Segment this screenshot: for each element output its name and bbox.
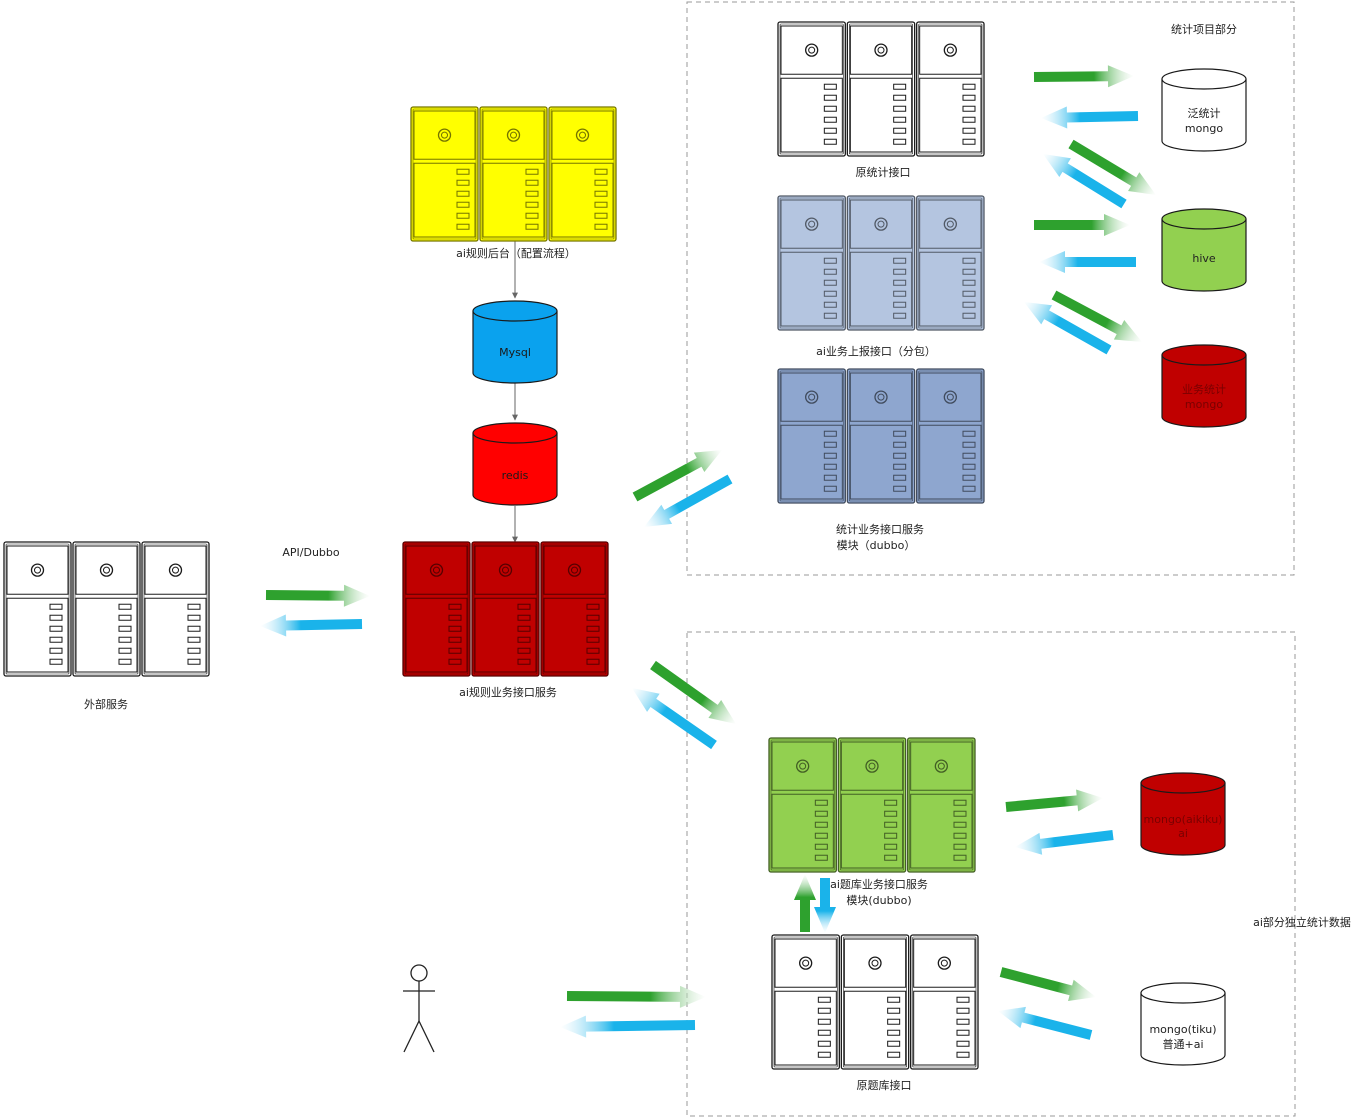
mongo-aikiku-database-icon [1140, 772, 1226, 856]
mongo-aikiku-label-2: ai [1178, 827, 1188, 840]
arrow-ai-tiku-to-mongo-aikiku [1005, 789, 1103, 812]
arrow-ai-service-to-external [260, 614, 363, 637]
arrow-ai-service-to-stat [632, 450, 722, 502]
original-tiku-server-icon [771, 934, 979, 1070]
arrow-tiku-to-ai-service [632, 688, 717, 750]
fan-stat-mongo-database-icon [1161, 68, 1247, 152]
mongo-tiku-database-icon [1140, 982, 1226, 1066]
original-stat-interface-label: 原统计接口 [855, 166, 911, 179]
stat-business-service-label-1: 统计业务接口服务 [836, 523, 924, 536]
ai-tiku-service-server-icon [768, 737, 976, 873]
redis-label: redis [501, 469, 529, 482]
stat-business-service-label-2: 模块（dubbo） [836, 539, 916, 552]
business-stat-mongo-label-2: mongo [1184, 398, 1224, 411]
ai-independent-stats-label: ai部分独立统计数据 [1253, 916, 1351, 929]
ai-rule-business-service-label: ai规则业务接口服务 [459, 686, 557, 699]
mongo-tiku-label-1: mongo(tiku) [1149, 1023, 1217, 1036]
arrow-orig-stat-to-fan-mongo [1033, 65, 1134, 88]
ai-rule-backend-label: ai规则后台（配置流程） [456, 247, 576, 260]
arrow-business-mongo-to-ai-report [1024, 302, 1112, 355]
arrow-ai-service-to-tiku [650, 660, 736, 724]
mongo-aikiku-label-1: mongo(aikiku) [1143, 813, 1223, 826]
mongo-tiku-label-2: 普通+ai [1162, 1038, 1204, 1051]
arrow-ai-report-to-hive [1034, 214, 1130, 236]
ai-business-report-server-icon [777, 195, 985, 331]
external-service-server-icon [3, 541, 210, 677]
arrow-mongo-aikiku-to-ai-tiku [1015, 830, 1114, 855]
redis-database-icon [472, 422, 558, 506]
external-service-label: 外部服务 [84, 698, 128, 711]
ai-business-report-label: ai业务上报接口（分包） [816, 345, 936, 358]
business-stat-mongo-database-icon [1161, 344, 1247, 428]
arrow-hive-to-orig-stat [1043, 154, 1127, 209]
arrow-orig-stat-to-hive [1068, 139, 1156, 195]
api-dubbo-label: API/Dubbo [282, 546, 340, 559]
hive-database-icon [1161, 208, 1247, 292]
original-tiku-interface-label: 原题库接口 [856, 1079, 912, 1092]
stick-figure-user-icon [403, 964, 435, 1053]
arrow-user-to-orig-tiku [566, 985, 706, 1008]
arrow-external-to-ai-service [265, 584, 370, 607]
ai-rule-backend-server-icon [410, 106, 617, 242]
arrow-ai-report-to-business-mongo [1051, 290, 1142, 342]
arrow-stat-to-ai-service [644, 474, 733, 527]
ai-tiku-service-label-2: 模块(dubbo) [846, 894, 912, 907]
arrow-orig-tiku-to-user [560, 1015, 696, 1038]
ai-tiku-service-label-1: ai题库业务接口服务 [830, 878, 928, 891]
arrow-fan-mongo-to-orig-stat [1041, 106, 1139, 129]
ai-rule-business-server-icon [402, 541, 609, 677]
fan-stat-mongo-label-2: mongo [1184, 122, 1224, 135]
stat-project-group-box [686, 1, 1295, 576]
ai-independent-stats-group-box [686, 631, 1296, 1117]
arrow-orig-tiku-to-ai-tiku [794, 874, 816, 932]
hive-label: hive [1192, 252, 1216, 265]
stat-project-section-label: 统计项目部分 [1171, 23, 1237, 36]
business-stat-mongo-label-1: 业务统计 [1182, 383, 1226, 396]
arrow-mongo-tiku-to-orig-tiku [998, 1006, 1093, 1040]
mysql-database-icon [472, 300, 558, 384]
stat-business-service-server-icon [777, 368, 985, 504]
original-stat-server-icon [777, 21, 985, 157]
fan-stat-mongo-label-1: 泛统计 [1187, 107, 1221, 120]
arrow-ai-tiku-to-orig-tiku [814, 878, 836, 933]
arrow-hive-to-ai-report [1039, 251, 1136, 273]
mysql-label: Mysql [499, 346, 531, 359]
arrow-orig-tiku-to-mongo-tiku [999, 967, 1096, 1002]
